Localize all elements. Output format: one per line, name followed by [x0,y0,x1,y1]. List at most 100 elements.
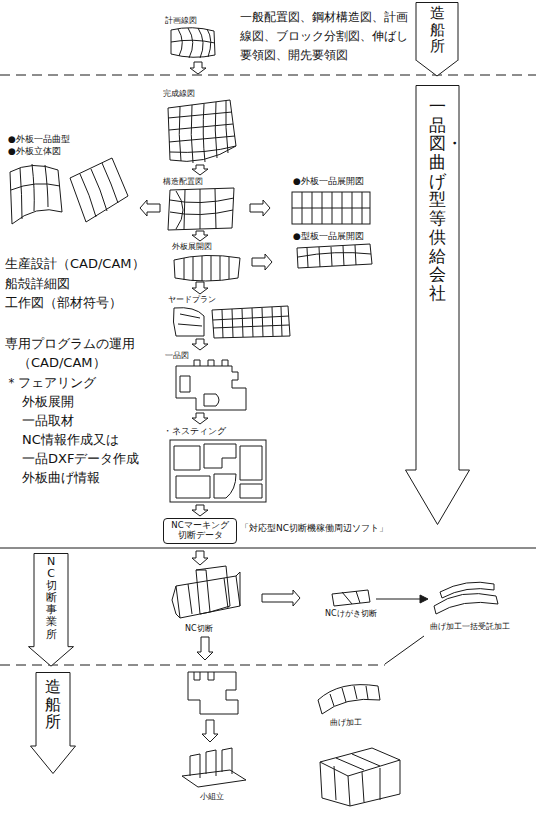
yard-plan-sketch [178,314,202,326]
box-label: NCマーキング 切断データ [169,521,231,541]
cut-part-sketch [176,366,246,410]
nesting-sketch [170,440,266,502]
bending-sketch [434,582,498,614]
flow-arrow [197,637,213,660]
development-sketch [298,245,371,267]
flow-arrow [250,200,270,216]
caption-label: ●外板一品曲型 [8,134,70,145]
arrow-band: 一品図・曲げ型等供給会社 [405,85,470,525]
structure-sketch [168,188,234,230]
caption-label: 船殻詳細図 [5,276,70,292]
structure-sketch [168,188,234,230]
shell-plate-sketch [70,158,128,222]
nc-cutter-sketch [172,566,240,618]
caption-label: 完成線図 [163,89,195,99]
process-box: NCマーキング 切断データ [163,518,237,544]
caption-label: NC情報作成又は [22,432,119,448]
sub-assembly-sketch [190,748,232,778]
nc-cutter-sketch [196,566,230,614]
yard-plan-sketch [213,307,289,338]
flow-arrow [140,200,160,216]
flow-arrow [192,551,208,565]
divider-line [0,75,536,76]
hull-mesh-sketch [168,100,236,163]
arrow-outline [29,554,74,667]
hull-mesh-sketch [179,101,228,163]
caption-label: 工作図（部材符号） [5,295,122,311]
development-sketch [174,255,240,281]
development-sketch [292,192,370,224]
development-sketch [184,256,229,281]
caption-label: 外板展開図 [172,242,212,252]
flow-arrow [192,505,208,516]
flow-arrow [192,231,208,241]
caption-label: 外板曲げ情報 [22,470,100,486]
yard-plan-sketch [212,306,290,338]
cut-part-sketch [194,672,214,680]
caption-label: 専用プログラムの運用 [5,336,135,352]
flow-arrow [376,599,421,600]
arrow-band: NC切断事業所 [28,553,74,667]
flow-arrow [190,62,206,74]
block-assembly-sketch [320,760,400,806]
caption-label: 一品取材 [22,413,74,429]
lines-plan-sketch [171,28,215,58]
vertical-label: 造船所 [430,5,445,55]
lines-plan-sketch [178,28,211,58]
arrow-band: 造船所 [30,672,76,774]
arrow-outline [406,86,470,525]
development-sketch [174,192,372,281]
cut-part-sketch [194,360,228,366]
nc-cutter-sketch [172,572,240,618]
flow-arrow [202,720,218,742]
bent-plate-sketch [318,685,380,714]
flow-arrow [420,595,428,603]
nc-cutter-sketch [176,576,240,618]
shell-plate-sketch [80,163,118,217]
caption-label: ・ネスティング [163,426,226,437]
bending-sketch [440,582,494,598]
lines-plan-sketch [171,28,215,58]
caption-label: 曲げ加工 [330,718,362,728]
flow-arrow [192,339,208,350]
development-sketch [292,192,370,224]
development-sketch [297,244,372,268]
shell-plate-sketch [11,164,60,219]
shell-plate-sketch [10,158,128,224]
sub-assembly-sketch [182,770,246,787]
vertical-label: 造船所 [45,678,61,731]
caption-label: 構造配置図 [163,177,203,187]
caption-label: 外板展開 [22,394,74,410]
caption-label: NCけがき切断 [325,609,377,619]
nesting-sketch [174,444,262,498]
caption-label: NC切断 [185,624,213,634]
cut-part-sketch [180,376,219,406]
cut-part-sketch [188,672,238,714]
arrow-outline [416,3,458,77]
sub-assembly-sketch [182,748,246,787]
caption-label: 「対応型NC切断機稼働周辺ソフト」 [240,523,388,534]
flow-arrow [262,590,300,606]
nesting-sketch [170,440,266,502]
caption-label: ヤードプラン [168,295,216,305]
divider-line [0,75,536,665]
flow-arrow [252,254,272,270]
cut-part-sketch [188,672,238,714]
caption-label: ●型板一品展開図 [293,231,364,242]
arrow-band: 造船所 [416,2,458,77]
caption-label: （CAD/CAM） [18,355,106,371]
bent-plate-sketch [330,686,368,706]
caption-label: ●外板立体図 [8,146,61,157]
caption-label: 一品DXFデータ作成 [22,451,139,467]
caption-label: 小組立 [200,792,224,802]
structure-sketch [170,189,234,229]
vertical-label: 一品図・曲げ型等供給会社 [429,97,446,303]
caption-label: ●外板一品展開図 [293,176,364,187]
divider-line [0,548,536,549]
caption-label: 計画線図 [165,16,197,26]
block-assembly-sketch [320,748,400,806]
arrow-outline [31,673,76,774]
yard-plan-sketch [173,308,204,336]
